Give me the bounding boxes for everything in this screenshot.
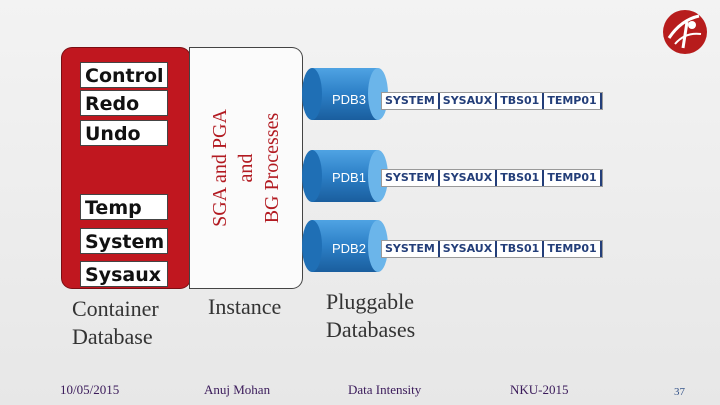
pdb2-cylinder [302, 220, 388, 272]
file-control: Control [80, 62, 168, 88]
pdb1-label: PDB1 [332, 170, 366, 185]
file-redo: Redo [80, 90, 168, 116]
tablespace-sysaux: SYSAUX [440, 170, 498, 186]
footer-event: NKU-2015 [510, 382, 569, 397]
file-temp: Temp [80, 194, 168, 220]
tablespace-temp01: TEMP01 [544, 93, 602, 109]
tablespace-system: SYSTEM [382, 93, 440, 109]
tablespace-temp01: TEMP01 [544, 170, 602, 186]
footer-author: Anuj Mohan [204, 382, 271, 397]
tablespace-tbs01: TBS01 [497, 170, 545, 186]
pdb1-tablespaces: SYSTEM SYSAUX TBS01 TEMP01 [381, 169, 603, 187]
tablespace-system: SYSTEM [382, 241, 440, 257]
container-caption-line2: Database [72, 324, 153, 349]
pdb2-tablespaces: SYSTEM SYSAUX TBS01 TEMP01 [381, 240, 603, 258]
container-caption-line1: Container [72, 296, 159, 321]
instance-caption: Instance [208, 294, 282, 319]
file-sysaux: Sysaux [80, 261, 168, 287]
file-undo: Undo [80, 120, 168, 146]
footer-date: 10/05/2015 [60, 382, 120, 397]
footer-topic: Data Intensity [348, 382, 422, 397]
pdb3-tablespaces: SYSTEM SYSAUX TBS01 TEMP01 [381, 92, 603, 110]
pdb2-label: PDB2 [332, 241, 366, 256]
sga-processes-label: SGA and PGA and BG Processes [209, 109, 283, 227]
tablespace-tbs01: TBS01 [497, 241, 545, 257]
file-system: System [80, 228, 168, 254]
tablespace-tbs01: TBS01 [497, 93, 545, 109]
tablespace-temp01: TEMP01 [544, 241, 602, 257]
logo-icon [663, 10, 707, 54]
pluggable-caption-line2: Databases [326, 317, 416, 342]
tablespace-system: SYSTEM [382, 170, 440, 186]
tablespace-sysaux: SYSAUX [440, 93, 498, 109]
tablespace-sysaux: SYSAUX [440, 241, 498, 257]
pdb3-label: PDB3 [332, 92, 366, 107]
page-number: 37 [674, 386, 685, 398]
instance-block [190, 48, 302, 288]
pluggable-caption-line1: Pluggable [326, 289, 414, 314]
pdb1-cylinder [302, 150, 388, 202]
